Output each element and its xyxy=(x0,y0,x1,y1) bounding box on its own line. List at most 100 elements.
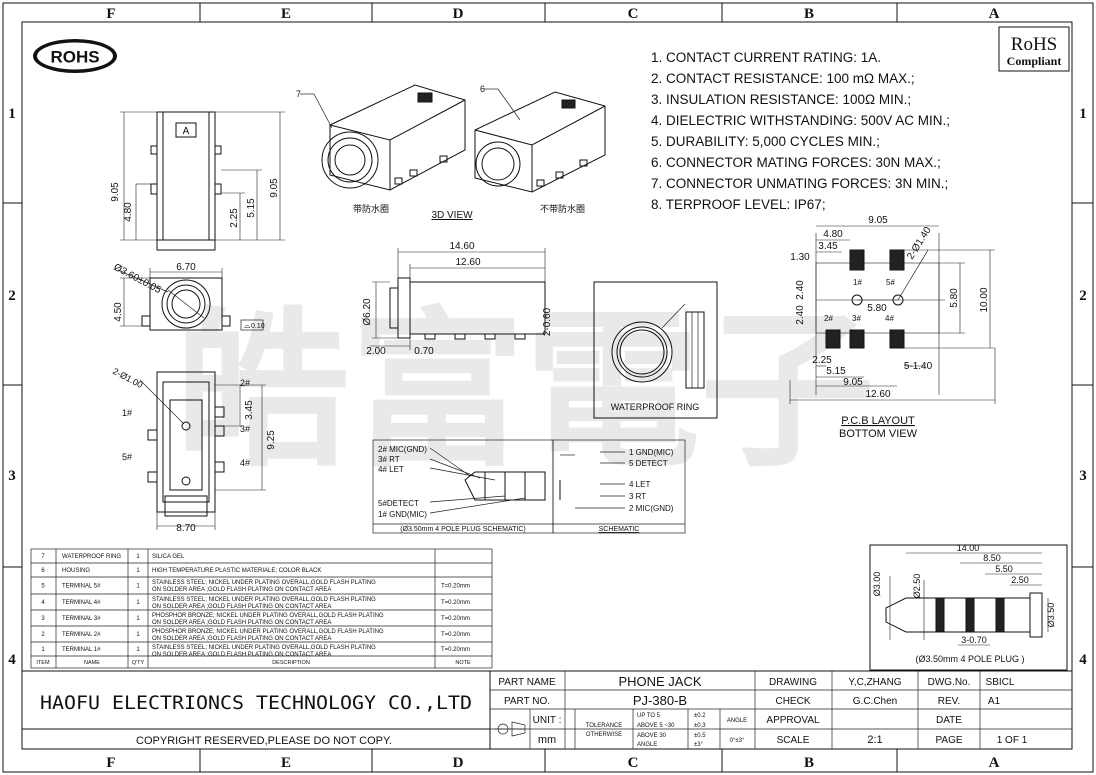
scale-value: 2:1 xyxy=(867,734,882,746)
bom-qty: 1 xyxy=(136,554,140,560)
dim-label: 3.45 xyxy=(818,241,838,252)
tol-range: ANGLE xyxy=(637,742,657,748)
dim-label: Ø2.50 xyxy=(912,574,922,599)
dim-label: 4.80 xyxy=(823,229,843,240)
flatness-symbol: ⌓ xyxy=(244,321,251,330)
tol-range: ABOVE 30 xyxy=(637,733,667,739)
watermark-text: 皓富電子 xyxy=(175,293,875,491)
row-label-left-2: 2 xyxy=(8,288,16,304)
iso-view-title: 3D VIEW xyxy=(431,210,473,221)
tol-value: ±0.2 xyxy=(694,713,706,719)
spec-line: 4. DIELECTRIC WITHSTANDING: 500V AC MIN.… xyxy=(651,113,950,128)
row-label-right-1: 1 xyxy=(1079,106,1087,122)
pcb-layout xyxy=(789,225,996,404)
dim-label: 14.60 xyxy=(449,241,474,252)
check-value: G.C.Chen xyxy=(853,696,897,707)
pcb-subtitle: BOTTOM VIEW xyxy=(839,428,918,440)
callout-6: 6 xyxy=(480,84,485,94)
col-label-bottom-d: D xyxy=(453,755,464,771)
pin-label: 4# xyxy=(240,458,250,468)
company-name: HAOFU ELECTRIONCS TECHNOLOGY CO.,LTD xyxy=(40,692,472,714)
page-value: 1 OF 1 xyxy=(997,735,1028,746)
bom-qty: 1 xyxy=(136,600,140,606)
dim-label: 10.00 xyxy=(979,287,990,312)
dim-label: 1.30 xyxy=(790,252,810,263)
dim-label: 9.25 xyxy=(266,430,277,450)
bom-item: 7 xyxy=(41,554,45,560)
bom-note: T=0.20mm xyxy=(441,616,470,622)
zone-ticks xyxy=(3,3,1093,772)
row-label-left-4: 4 xyxy=(8,652,16,668)
bom-qty: 1 xyxy=(136,584,140,590)
pin-label: 1# xyxy=(853,278,862,287)
bom-desc: STAINLESS STEEL; NICKEL UNDER PLATING OV… xyxy=(152,645,376,651)
side-view xyxy=(117,268,264,331)
dwg-no-label: DWG.No. xyxy=(928,677,971,688)
dim-label: 14.00 xyxy=(957,543,980,553)
bom-note: T=0.20mm xyxy=(441,584,470,590)
dim-label: 12.60 xyxy=(455,257,480,268)
bom-name: TERMINAL 4# xyxy=(62,600,101,606)
zone-labels: F E D C B A F E D C B A 1 2 3 4 1 2 3 4 xyxy=(8,6,1087,771)
front-view-dims: 9.05 4.80 2.25 5.15 9.05 xyxy=(110,178,280,228)
spec-line: 6. CONNECTOR MATING FORCES: 30N MAX.; xyxy=(651,155,941,170)
rev-label: REV. xyxy=(938,696,960,707)
dim-label: 3.45 xyxy=(244,400,255,420)
angle-value: 0°±3° xyxy=(730,738,745,744)
dim-label: Ø6.20 xyxy=(362,298,373,326)
bottom-view xyxy=(139,371,266,530)
dim-label: 9.05 xyxy=(269,178,280,198)
pin-label: 2# xyxy=(824,314,833,323)
bom-note: T=0.20mm xyxy=(441,600,470,606)
bom-header: NAME xyxy=(84,660,100,666)
schem-right-label: 1 GND(MIC) xyxy=(629,448,674,457)
schematic-panel xyxy=(372,439,686,534)
col-label-top-f: F xyxy=(106,6,115,22)
iso-note-with-ring: 带防水圈 xyxy=(353,203,389,215)
bom-qty: 1 xyxy=(136,568,140,574)
copyright-text: COPYRIGHT RESERVED,PLEASE DO NOT COPY. xyxy=(136,735,392,747)
pin-label: 3# xyxy=(852,314,861,323)
bom-name: TERMINAL 1# xyxy=(62,647,101,653)
pin-label: 2# xyxy=(240,378,250,388)
pcb-title: P.C.B LAYOUT xyxy=(841,415,915,427)
bom-desc: STAINLESS STEEL; NICKEL UNDER PLATING OV… xyxy=(152,580,376,586)
title-block xyxy=(22,670,1072,749)
bom-name: TERMINAL 2# xyxy=(62,632,101,638)
angle-label: ANGLE xyxy=(727,718,747,724)
pin-label: 3# xyxy=(240,424,250,434)
iso-view-no-ring xyxy=(474,88,606,193)
part-name-value: PHONE JACK xyxy=(618,674,701,689)
otherwise-label: OTHERWISE xyxy=(586,732,622,738)
pin-label: 1# xyxy=(122,408,132,418)
flatness-value: 0.10 xyxy=(251,323,265,330)
bom-name: HOUSING xyxy=(62,568,90,574)
tol-range: UP TO 5 xyxy=(637,713,661,719)
bom-desc: ON SOLDER AREA ;GOLD FLASH PLATING ON CO… xyxy=(152,636,331,642)
bom-header: Q'TY xyxy=(132,660,145,666)
middle-side-view xyxy=(370,248,546,350)
bom-desc: STAINLESS STEEL; NICKEL UNDER PLATING OV… xyxy=(152,597,376,603)
dim-label: 8.70 xyxy=(176,523,196,534)
rev-value: A1 xyxy=(988,696,1001,707)
part-no-label: PART NO. xyxy=(504,696,550,707)
dim-label: 2.40 xyxy=(795,280,806,300)
bom-desc: ON SOLDER AREA ;GOLD FLASH PLATING ON CO… xyxy=(152,620,331,626)
bom-note: T=0.20mm xyxy=(441,632,470,638)
schem-left-label: 4# LET xyxy=(378,465,404,474)
row-label-right-4: 4 xyxy=(1079,652,1087,668)
tol-value: ±0.3 xyxy=(694,723,706,729)
dim-label: 5-1.40 xyxy=(904,361,933,372)
col-label-bottom-e: E xyxy=(281,755,291,771)
middle-view-dims: 14.60 12.60 Ø6.20 2-0.60 2.00 0.70 xyxy=(362,241,553,357)
dim-label: 2.50 xyxy=(1011,575,1029,585)
bom-qty: 1 xyxy=(136,616,140,622)
dim-label: 6.70 xyxy=(176,262,196,273)
bom-desc: PHOSPHOR BRONZE; NICKEL UNDER PLATING OV… xyxy=(152,629,384,635)
schem-left-label: 1# GND(MIC) xyxy=(378,510,427,519)
tol-value: ±0.5 xyxy=(694,733,706,739)
bom-desc: SILICA GEL xyxy=(152,554,185,560)
unit-value: mm xyxy=(538,734,556,746)
dim-label: 5.80 xyxy=(867,303,887,314)
dim-label: 0.70 xyxy=(414,346,434,357)
